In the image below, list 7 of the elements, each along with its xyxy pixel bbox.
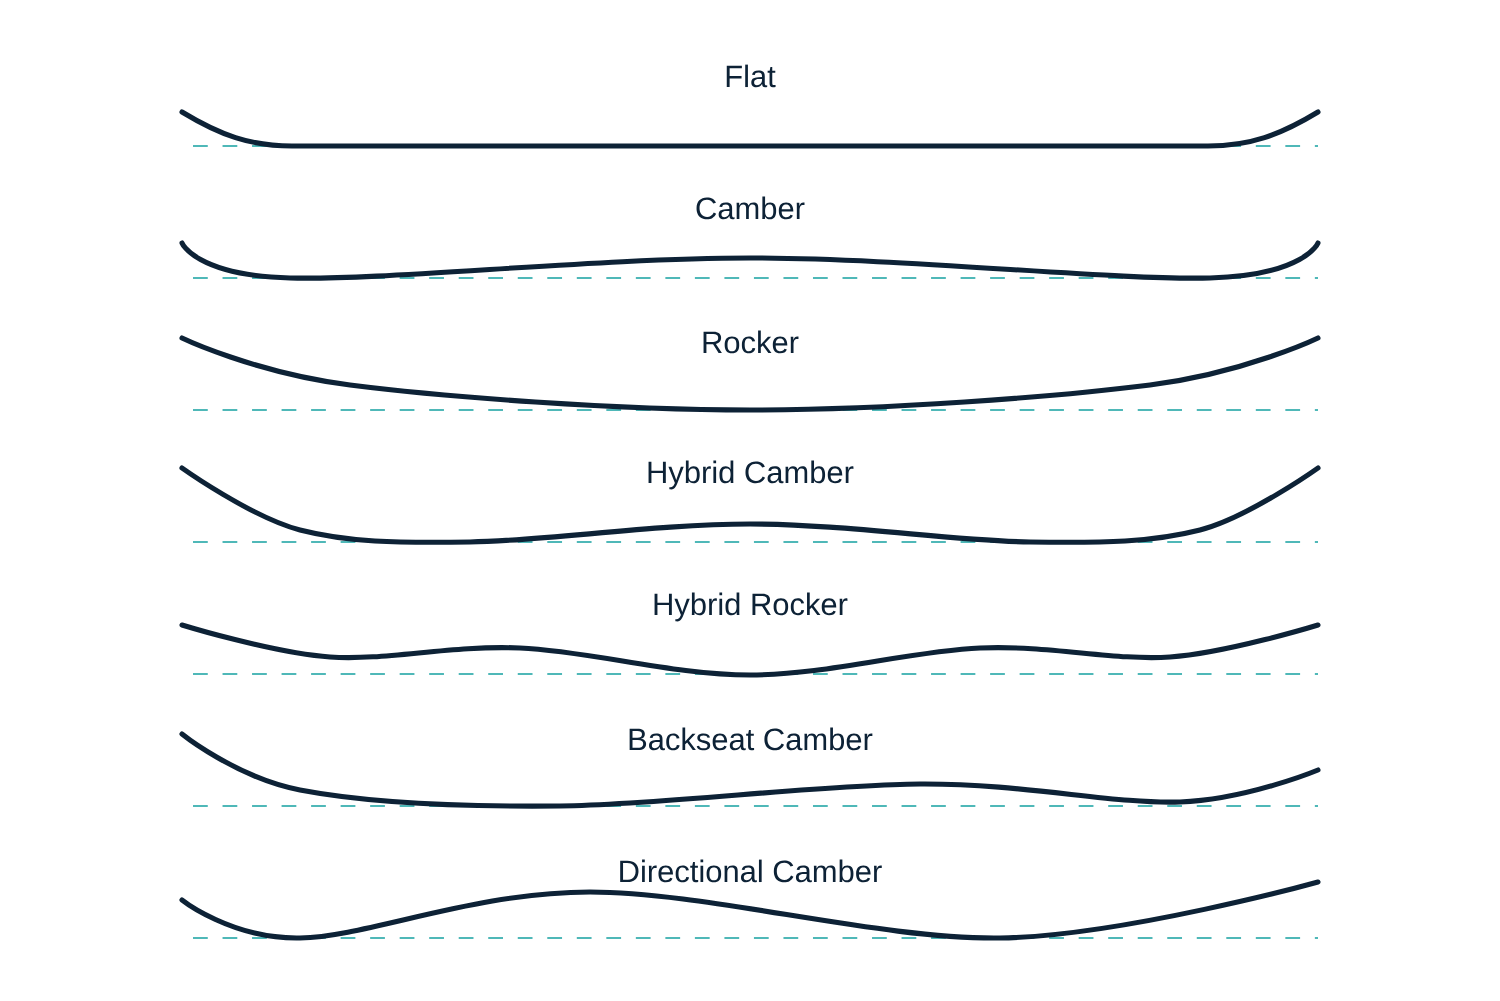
profile-label: Backseat Camber [629,727,873,751]
profile-label: Camber [696,196,805,220]
profile-label: Rocker [703,330,799,354]
profile-label: Flat [726,64,776,88]
profile-label: Hybrid Camber [648,460,854,490]
profile-label: Directional Camber [620,859,882,883]
profile-label: Hybrid Rocker [654,592,848,622]
